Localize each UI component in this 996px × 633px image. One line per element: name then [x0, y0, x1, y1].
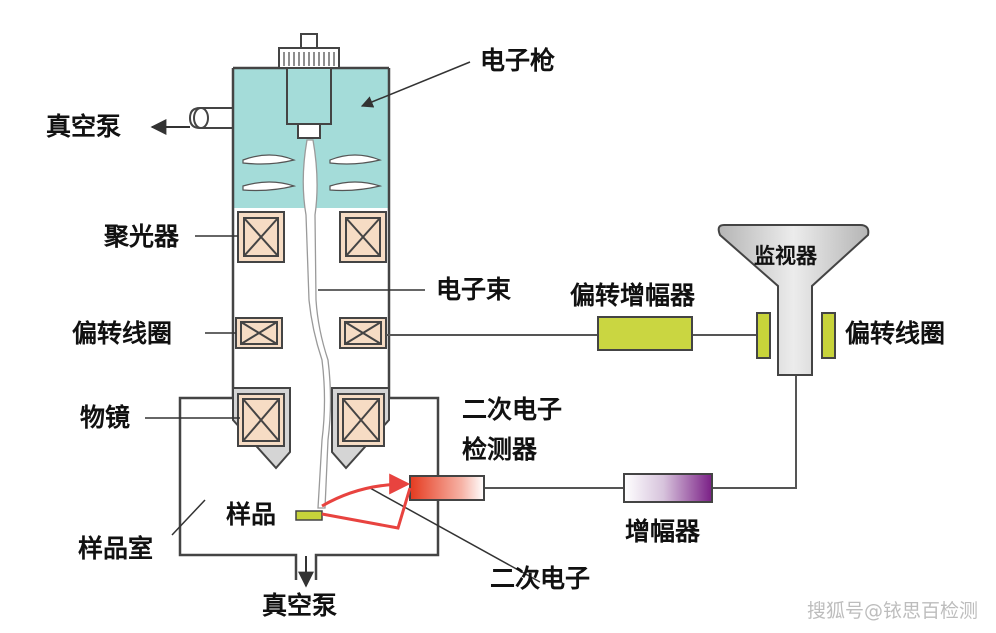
label-condenser: 聚光器: [104, 222, 180, 251]
label-electron-gun: 电子枪: [480, 46, 556, 75]
label-secondary-detector-2: 检测器: [462, 435, 538, 464]
electron-gun-top: [278, 33, 340, 139]
sample: [295, 510, 323, 521]
amplifier: [623, 473, 713, 503]
objective-lens: [232, 387, 390, 470]
secondary-electron-detector: [409, 475, 485, 501]
monitor: [717, 224, 870, 376]
label-deflection-amplifier: 偏转增幅器: [570, 281, 696, 310]
signal-wiring: [386, 334, 797, 489]
label-electron-beam: 电子束: [436, 275, 512, 304]
label-sample: 样品: [226, 500, 277, 529]
electron-beam: [302, 139, 332, 509]
deflection-coils-column: [235, 317, 387, 349]
label-objective-lens: 物镜: [80, 403, 131, 432]
deflection-amplifier: [597, 316, 693, 351]
vacuum-pipe-top: [188, 107, 233, 129]
label-deflection-coil-left: 偏转线圈: [72, 319, 173, 348]
gun-electrodes: [242, 154, 383, 192]
leader-lines: [145, 61, 541, 583]
label-secondary-detector-1: 二次电子: [462, 395, 563, 424]
label-amplifier: 增幅器: [625, 517, 701, 546]
monitor-deflection-coils: [756, 312, 836, 359]
label-vacuum-pump-top: 真空泵: [46, 112, 122, 141]
watermark: 搜狐号@铱思百检测: [806, 600, 978, 622]
label-secondary-electron: 二次电子: [490, 564, 591, 593]
label-deflection-coil-right: 偏转线圈: [845, 319, 946, 348]
secondary-electron-paths: [321, 473, 412, 530]
label-monitor: 监视器: [754, 244, 817, 268]
sample-chamber-walls: [178, 396, 440, 580]
label-vacuum-pump-bottom: 真空泵: [262, 591, 338, 620]
condenser-coils: [237, 211, 387, 263]
label-sample-chamber: 样品室: [78, 534, 154, 563]
